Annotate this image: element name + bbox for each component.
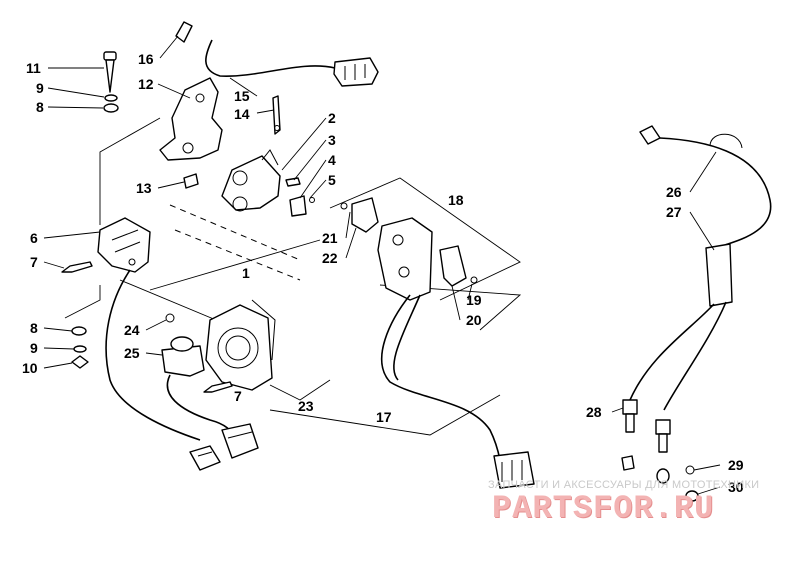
block-part-13 [183, 173, 199, 189]
callout-7-lower: 7 [234, 388, 242, 404]
sensor-probe-part-28 [622, 399, 638, 433]
clip-part-29 [685, 465, 695, 475]
terminal-part-14 [272, 95, 281, 135]
plug-connector-left [189, 445, 221, 471]
callout-8-lower: 8 [30, 320, 38, 336]
lock-washer-part-9-top [104, 94, 118, 102]
throttle-wire [105, 269, 201, 441]
callout-26: 26 [666, 184, 682, 200]
callout-18: 18 [448, 192, 464, 208]
callout-2: 2 [328, 110, 336, 126]
switch-cover-part-22 [351, 197, 379, 233]
callout-14: 14 [234, 106, 250, 122]
cap-part-28 [621, 455, 635, 471]
grommet-part-29 [656, 468, 670, 484]
cable-end-part-26 [639, 125, 661, 145]
bracket-part-12 [159, 77, 223, 161]
callout-3: 3 [328, 132, 336, 148]
callout-4: 4 [328, 152, 336, 168]
screw-part-5 [309, 197, 315, 203]
screw-part-7-lower [203, 381, 233, 393]
callout-6: 6 [30, 230, 38, 246]
washer-part-8-top [103, 103, 119, 113]
callout-20: 20 [466, 312, 482, 328]
callout-8-top: 8 [36, 99, 44, 115]
washer-part-8-lower [71, 326, 87, 336]
oring-part-30 [685, 490, 699, 502]
callout-28: 28 [586, 404, 602, 420]
callout-7-top: 7 [30, 254, 38, 270]
callout-15: 15 [234, 88, 250, 104]
callout-13: 13 [136, 180, 152, 196]
watermark-tagline: ЗАПЧАСТИ И АКСЕССУАРЫ ДЛЯ МОТОТЕХНИКИ [488, 479, 760, 491]
switch-cover-part-20 [439, 245, 467, 287]
clip-part-4 [289, 195, 307, 217]
wire-harness-part-17 [380, 294, 501, 461]
callout-11: 11 [26, 60, 41, 76]
cable-loop-part-26 [709, 133, 743, 149]
callout-labels: 11 9 8 16 12 15 14 13 2 3 4 5 6 7 1 8 9 … [22, 51, 744, 495]
callout-27: 27 [666, 204, 682, 220]
switch-housing-part-1 [221, 149, 281, 212]
callout-19: 19 [466, 292, 482, 308]
callout-10: 10 [22, 360, 38, 376]
heater-housing-part-23 [205, 299, 276, 391]
callout-16: 16 [138, 51, 154, 67]
callout-17: 17 [376, 409, 392, 425]
throttle-block-part-6 [97, 217, 151, 273]
spring-part-2 [285, 177, 301, 187]
sensor-probe-part-29 [655, 419, 671, 453]
nut-part-10 [71, 355, 89, 369]
wire-harness-part-17-b [393, 294, 421, 381]
assembly-outline-throttle [64, 117, 522, 436]
switch-assembly-part-18 [377, 217, 433, 301]
connector-part-15 [333, 57, 379, 87]
watermark-logo: PARTSFOR.RU [492, 490, 715, 527]
screw-part-19 [470, 276, 478, 284]
callout-25: 25 [124, 345, 140, 361]
sleeve-part-27 [705, 243, 733, 307]
wire-harness-part-15 [205, 39, 336, 77]
callout-23: 23 [298, 398, 314, 414]
screw-part-24 [165, 313, 175, 323]
callout-24: 24 [124, 322, 140, 338]
bolt-part-11 [103, 51, 117, 93]
callout-30: 30 [728, 479, 744, 495]
lead-part-29 [663, 301, 727, 411]
lead-part-28 [629, 303, 715, 401]
screw-part-7-top [61, 261, 93, 273]
callout-12: 12 [138, 76, 154, 92]
leader-lines [43, 35, 721, 495]
callout-29: 29 [728, 457, 744, 473]
callout-22: 22 [322, 250, 338, 266]
callout-5: 5 [328, 172, 336, 188]
lock-washer-part-9-lower [73, 345, 87, 353]
cap-part-16 [175, 21, 193, 43]
cable-part-26 [659, 137, 772, 246]
plug-connector-right [221, 423, 259, 459]
sensor-part-25 [161, 336, 205, 377]
callout-9-top: 9 [36, 80, 44, 96]
callout-1: 1 [242, 265, 250, 281]
connector-part-17 [493, 451, 535, 489]
callout-21: 21 [322, 230, 338, 246]
callout-9-lower: 9 [30, 340, 38, 356]
screw-part-21 [340, 202, 348, 210]
